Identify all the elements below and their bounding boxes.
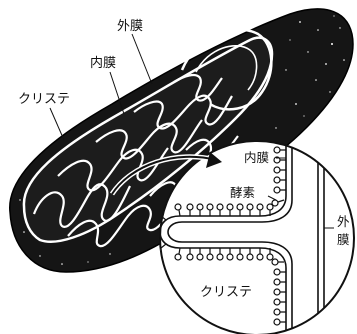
label-inset-enzyme: 酵素 (230, 185, 255, 200)
inset-circle (160, 141, 354, 334)
label-inset-inner-membrane: 内膜 (244, 150, 269, 165)
label-inner-membrane: 内膜 (90, 55, 116, 71)
leader-cristae (50, 108, 64, 140)
label-inset-outer-membrane-top: 外 (337, 214, 350, 229)
label-cristae: クリステ (18, 92, 70, 107)
leader-outer-membrane (132, 34, 152, 84)
label-outer-membrane: 外膜 (117, 19, 143, 34)
label-inset-outer-membrane-bottom: 膜 (337, 232, 350, 247)
label-inset-cristae: クリステ (200, 285, 252, 300)
